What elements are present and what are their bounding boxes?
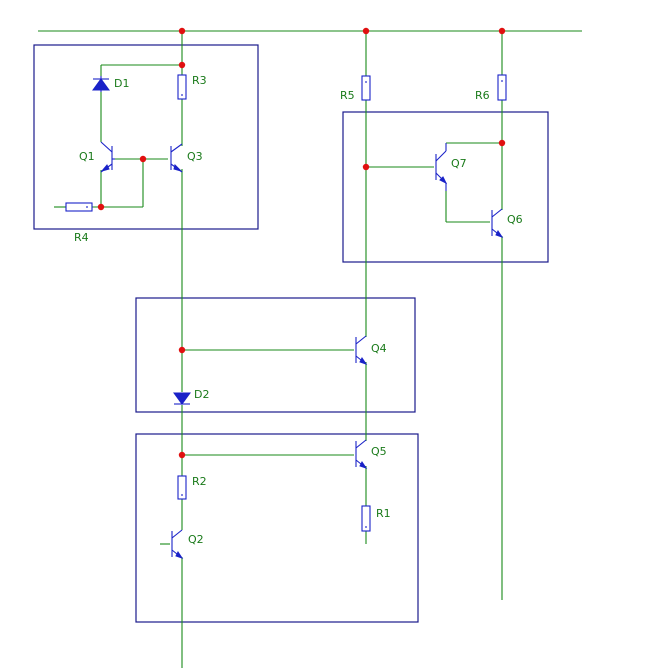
label-r2: R2 [192, 475, 207, 488]
transistor-q6 [491, 208, 504, 238]
junction-dot [498, 27, 506, 35]
label-r3: R3 [192, 74, 207, 87]
resistor-r5 [361, 75, 371, 101]
diode-d2 [173, 392, 191, 405]
resistor-r2 [177, 475, 187, 500]
junction-dot [178, 61, 186, 69]
label-q5: Q5 [371, 445, 387, 458]
current-mirror-block [33, 44, 259, 230]
transistor-q4 [355, 335, 368, 365]
transistor-q3 [170, 143, 183, 173]
transistor-q7 [435, 143, 448, 191]
junction-dot [362, 27, 370, 35]
q6-q7-block [342, 111, 549, 263]
label-d1: D1 [114, 77, 129, 90]
label-q7: Q7 [451, 157, 467, 170]
resistor-r3 [177, 74, 187, 100]
junction-dot [362, 163, 370, 171]
label-r6: R6 [475, 89, 490, 102]
resistor-r1 [361, 505, 371, 532]
junction-dot [178, 346, 186, 354]
label-d2: D2 [194, 388, 209, 401]
diode-d1 [92, 76, 110, 92]
label-q2: Q2 [188, 533, 204, 546]
label-r5: R5 [340, 89, 355, 102]
junction-dot [498, 139, 506, 147]
transistor-q2 [171, 529, 184, 559]
transistor-q1 [100, 141, 115, 173]
label-q6: Q6 [507, 213, 523, 226]
transistor-q5 [355, 439, 368, 469]
label-q1: Q1 [79, 150, 95, 163]
junction-dot [97, 203, 105, 211]
resistor-r6 [497, 74, 507, 101]
junction-dot [178, 451, 186, 459]
label-r4: R4 [74, 231, 89, 244]
resistor-r4 [65, 202, 93, 212]
junction-dot [139, 155, 147, 163]
junction-dot [178, 27, 186, 35]
label-q4: Q4 [371, 342, 387, 355]
label-q3: Q3 [187, 150, 203, 163]
q4-block [135, 297, 416, 413]
label-r1: R1 [376, 507, 391, 520]
q5-q2-block [135, 433, 419, 623]
